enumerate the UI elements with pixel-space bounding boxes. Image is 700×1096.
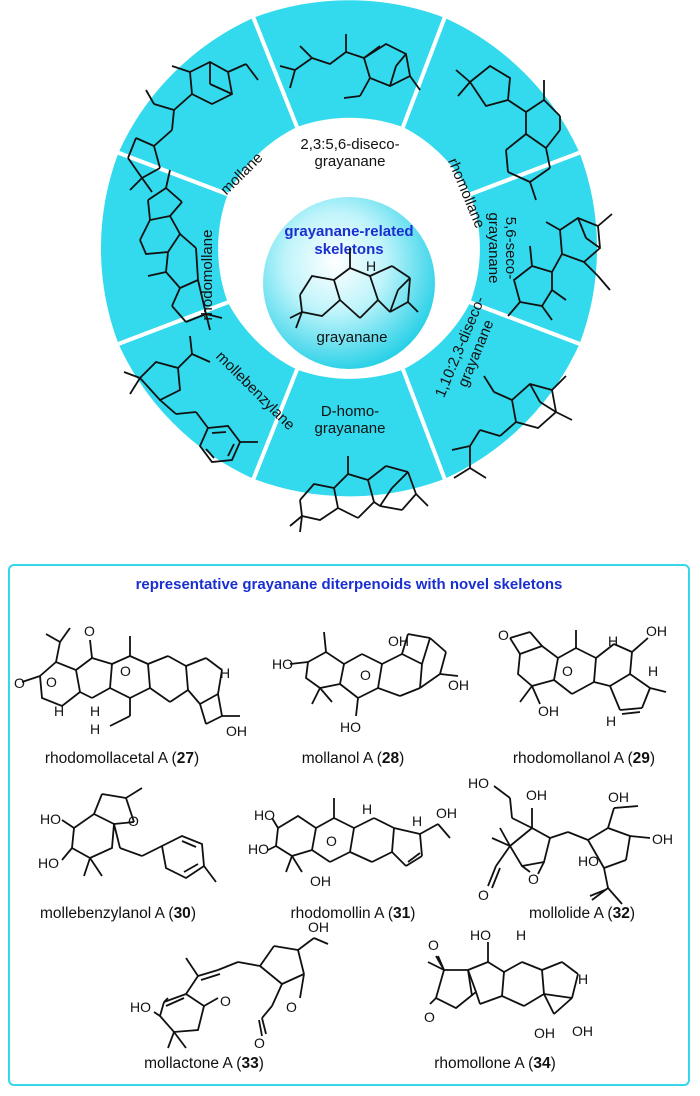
label-rhodomollane: rhodomollane xyxy=(199,230,216,321)
svg-text:OH: OH xyxy=(534,1025,555,1041)
center-sphere-ball xyxy=(263,197,435,369)
center-title-line1: grayanane-related xyxy=(284,223,413,240)
svg-text:O: O xyxy=(14,675,25,691)
structure-32: HO OH O O OH OH xyxy=(468,775,673,905)
svg-text:OH: OH xyxy=(572,1023,593,1039)
center-name: grayanane xyxy=(317,329,388,346)
label-d-homo-line2: grayanane xyxy=(315,420,386,437)
svg-text:H: H xyxy=(578,971,588,987)
skeleton-rhodomollane xyxy=(139,169,223,331)
svg-text:OH: OH xyxy=(608,789,629,805)
label-27: rhodomollacetal A (27) xyxy=(45,750,199,767)
svg-text:O: O xyxy=(254,1035,265,1051)
grayanane-structure: H xyxy=(289,248,419,329)
skeleton-2-3-5-6-diseco xyxy=(279,34,421,99)
skeleton-mollebenzylane xyxy=(123,335,258,463)
svg-text:H: H xyxy=(412,813,422,829)
label-28: mollanol A (28) xyxy=(302,750,405,767)
svg-text:HO: HO xyxy=(38,855,59,871)
skeleton-d-homo xyxy=(289,456,429,533)
skeleton-1-10-2-3-diseco xyxy=(451,375,573,479)
skeleton-wheel: grayanane-related skeletons H grayanane … xyxy=(97,0,613,533)
svg-text:O: O xyxy=(360,667,371,683)
svg-text:O: O xyxy=(120,663,131,679)
svg-text:O: O xyxy=(528,871,539,887)
label-33: mollactone A (33) xyxy=(144,1055,264,1072)
skeleton-5-6-seco xyxy=(507,213,613,321)
svg-text:O: O xyxy=(220,993,231,1009)
svg-text:H: H xyxy=(608,633,618,649)
svg-text:H: H xyxy=(54,703,64,719)
svg-text:O: O xyxy=(46,674,57,690)
svg-text:O: O xyxy=(128,813,139,829)
structure-33: HO O OH O O xyxy=(130,919,329,1051)
svg-text:O: O xyxy=(478,887,489,903)
svg-text:OH: OH xyxy=(310,873,331,889)
label-2-3-5-6-diseco-line2: grayanane xyxy=(315,153,386,170)
label-31: rhodomollin A (31) xyxy=(291,905,416,922)
compounds-panel: representative grayanane diterpenoids wi… xyxy=(8,564,690,1086)
svg-text:O: O xyxy=(498,627,509,643)
label-34: rhomollone A (34) xyxy=(434,1055,556,1072)
svg-text:HO: HO xyxy=(340,719,361,735)
svg-text:H: H xyxy=(516,927,526,943)
svg-text:HO: HO xyxy=(130,999,151,1015)
svg-text:HO: HO xyxy=(254,807,275,823)
segment-1-10-2-3-diseco xyxy=(399,299,585,484)
svg-text:HO: HO xyxy=(272,656,293,672)
structure-34: O O HO H H xyxy=(424,927,593,1041)
svg-text:HO: HO xyxy=(40,811,61,827)
svg-text:O: O xyxy=(326,833,337,849)
svg-text:H: H xyxy=(90,721,100,737)
svg-text:OH: OH xyxy=(436,805,457,821)
svg-text:OH: OH xyxy=(652,831,673,847)
svg-text:O: O xyxy=(562,663,573,679)
svg-text:OH: OH xyxy=(308,919,329,935)
label-5-6-seco-line2: grayanane xyxy=(485,213,502,284)
svg-text:H: H xyxy=(362,801,372,817)
svg-text:H: H xyxy=(90,703,100,719)
structure-31: HO HO O OH OH H xyxy=(248,798,457,889)
svg-text:O: O xyxy=(424,1009,435,1025)
svg-text:OH: OH xyxy=(226,723,247,739)
label-d-homo-line1: D-homo- xyxy=(321,403,379,420)
svg-text:H: H xyxy=(220,665,230,681)
segment-mollane xyxy=(113,13,301,198)
svg-text:H: H xyxy=(366,258,376,274)
svg-text:OH: OH xyxy=(538,703,559,719)
structure-30: HO HO O xyxy=(38,787,217,883)
segment-rhomollane xyxy=(399,13,585,198)
svg-text:OH: OH xyxy=(388,633,409,649)
compounds-drawing: O O O O xyxy=(14,623,673,1072)
label-5-6-seco-line1: 5,6-seco- xyxy=(502,217,519,280)
label-32: mollolide A (32) xyxy=(529,905,635,922)
svg-text:OH: OH xyxy=(646,623,667,639)
skeleton-rhomollane xyxy=(455,64,561,201)
label-30: mollebenzylanol A (30) xyxy=(40,905,196,922)
svg-text:OH: OH xyxy=(448,677,469,693)
structure-28: HO HO O OH OH xyxy=(272,631,469,735)
svg-text:O: O xyxy=(428,937,439,953)
center-sphere: grayanane-related skeletons H grayanane xyxy=(263,197,435,369)
svg-text:HO: HO xyxy=(248,841,269,857)
structure-27: O O O O xyxy=(14,623,247,739)
center-title-line2: skeletons xyxy=(314,241,383,258)
svg-text:OH: OH xyxy=(526,787,547,803)
svg-text:HO: HO xyxy=(578,853,599,869)
svg-text:H: H xyxy=(606,713,616,729)
svg-text:H: H xyxy=(648,663,658,679)
svg-text:HO: HO xyxy=(470,927,491,943)
svg-text:O: O xyxy=(286,999,297,1015)
svg-text:HO: HO xyxy=(468,775,489,791)
panel-title: representative grayanane diterpenoids wi… xyxy=(135,576,563,593)
label-2-3-5-6-diseco-line1: 2,3:5,6-diseco- xyxy=(300,136,399,153)
label-29: rhodomollanol A (29) xyxy=(513,750,655,767)
structure-29: O O OH H H H OH xyxy=(498,623,667,729)
skeleton-mollane xyxy=(127,60,259,193)
svg-text:O: O xyxy=(84,623,95,639)
